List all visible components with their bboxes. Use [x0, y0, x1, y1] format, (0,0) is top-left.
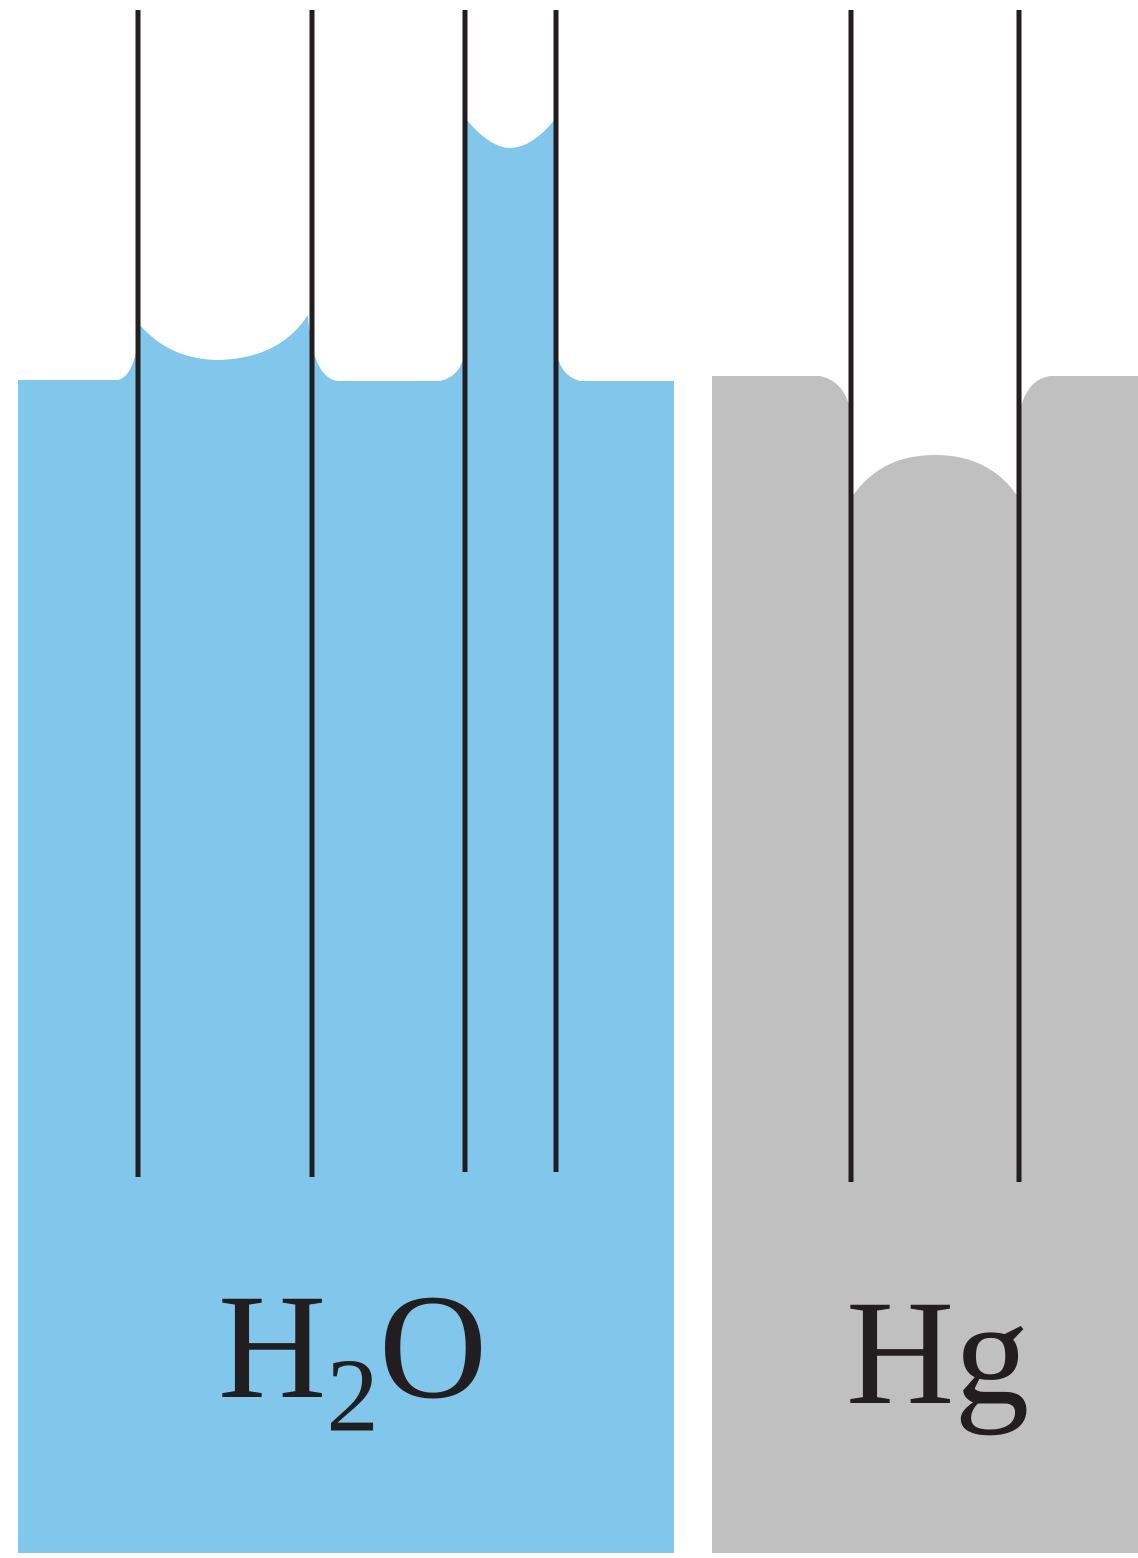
- water-label: H2O: [218, 1272, 487, 1448]
- water-body: [18, 315, 674, 1553]
- water-label-tail: O: [378, 1264, 488, 1430]
- water-narrow-column: [465, 118, 556, 1200]
- mercury-body: [712, 376, 1138, 1553]
- water-label-subscript: 2: [326, 1336, 379, 1454]
- water-label-main: H: [218, 1264, 327, 1430]
- mercury-label: Hg: [846, 1270, 1030, 1436]
